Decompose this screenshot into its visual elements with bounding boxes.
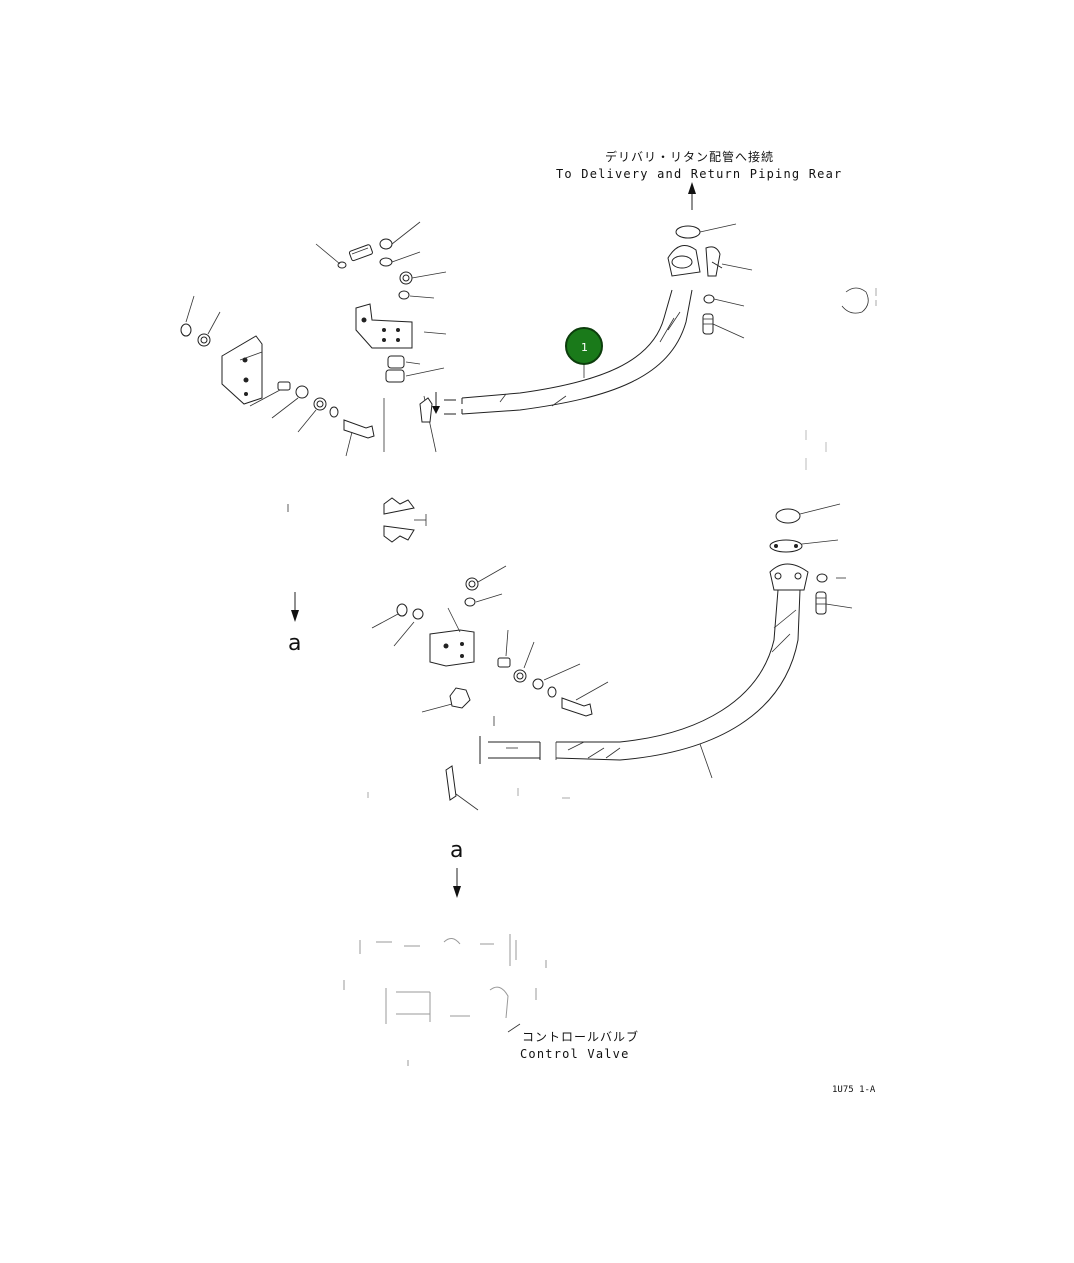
control-valve-label-en: Control Valve (520, 1047, 630, 1061)
mid-clip (287, 497, 427, 543)
left-bracket-group (180, 295, 375, 457)
delivery-arrow (688, 182, 696, 210)
view-a-marker-upper: a (288, 592, 301, 656)
view-a-label-lower: a (450, 838, 463, 863)
callout-1[interactable]: 1 (565, 327, 603, 378)
to-delivery-label-jp: デリバリ・リタン配管へ接続 (605, 149, 774, 164)
figure-code: 1U75 1-A (832, 1085, 876, 1095)
callout-1-number: 1 (581, 341, 588, 354)
control-valve-outline (343, 934, 547, 1066)
callout-1-marker[interactable] (565, 327, 603, 365)
control-valve-leader (507, 1023, 521, 1033)
upper-hose (461, 223, 877, 415)
lower-bracket-group (367, 565, 609, 811)
view-a-marker-lower: a (450, 838, 463, 898)
lower-hose (555, 430, 853, 779)
upper-clamp-group (315, 221, 463, 453)
control-valve-label-jp: コントロールバルブ (522, 1029, 639, 1044)
to-delivery-label-en: To Delivery and Return Piping Rear (556, 167, 842, 181)
view-a-label-upper: a (288, 631, 301, 656)
